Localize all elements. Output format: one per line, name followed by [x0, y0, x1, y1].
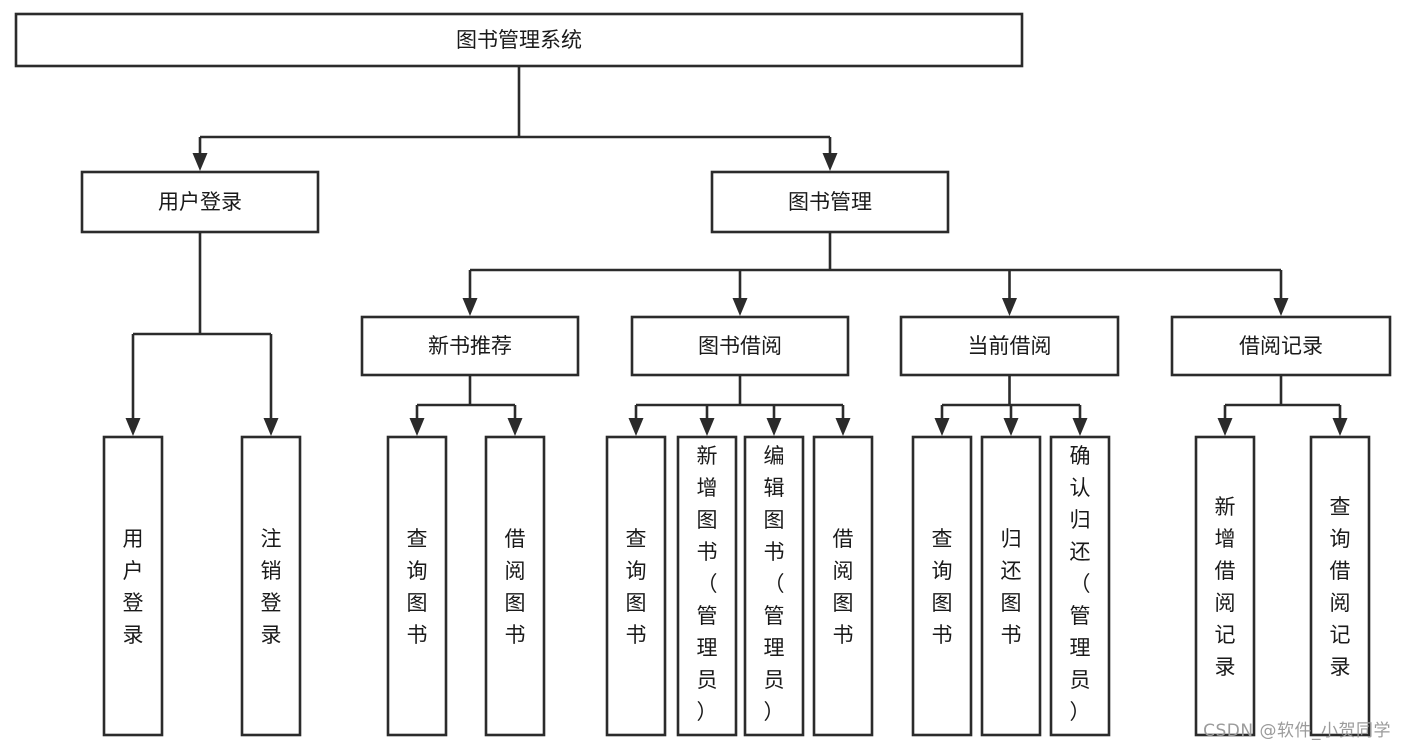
arrow-head-icon — [409, 418, 425, 436]
arrow-head-icon — [1072, 418, 1088, 436]
node-root[interactable]: 图书管理系统 — [14, 12, 1024, 68]
node-label: 确认归还（管理员） — [1070, 444, 1091, 724]
node-box[interactable] — [899, 315, 1120, 377]
arrow-head-icon — [1332, 418, 1348, 436]
node-box[interactable] — [360, 315, 580, 377]
node-box[interactable] — [605, 435, 667, 737]
node-label: 图书管理 — [788, 190, 872, 214]
node-leaf-query-book-rec[interactable]: 查询图书 — [386, 435, 448, 737]
connector-layer — [125, 66, 1348, 436]
node-current-borrow[interactable]: 当前借阅 — [899, 315, 1120, 377]
node-box[interactable] — [240, 435, 302, 737]
node-box[interactable] — [676, 435, 738, 737]
node-box[interactable] — [980, 435, 1042, 737]
node-box[interactable] — [14, 12, 1024, 68]
arrow-head-icon — [732, 298, 748, 316]
node-label: 新增图书（管理员） — [697, 444, 718, 724]
arrow-head-icon — [822, 153, 838, 171]
node-leaf-return-book[interactable]: 归还图书 — [980, 435, 1042, 737]
node-layer: 图书管理系统用户登录图书管理新书推荐图书借阅当前借阅借阅记录用户登录注销登录查询… — [14, 12, 1392, 737]
node-leaf-user-logout[interactable]: 注销登录 — [240, 435, 302, 737]
arrow-head-icon — [192, 153, 208, 171]
arrow-head-icon — [766, 418, 782, 436]
node-label: 借阅记录 — [1239, 334, 1323, 358]
arrow-head-icon — [934, 418, 950, 436]
node-book-manage[interactable]: 图书管理 — [710, 170, 950, 234]
arrow-head-icon — [699, 418, 715, 436]
node-box[interactable] — [710, 170, 950, 234]
node-box[interactable] — [911, 435, 973, 737]
node-leaf-edit-book[interactable]: 编辑图书（管理员） — [743, 435, 805, 737]
node-leaf-borrow-book-rec[interactable]: 借阅图书 — [484, 435, 546, 737]
node-label: 新书推荐 — [428, 334, 512, 358]
node-label: 注销登录 — [261, 527, 282, 647]
node-label: 借阅图书 — [505, 527, 526, 647]
node-box[interactable] — [102, 435, 164, 737]
node-box[interactable] — [1049, 435, 1111, 737]
node-label: 用户登录 — [123, 527, 144, 647]
node-leaf-confirm-return[interactable]: 确认归还（管理员） — [1049, 435, 1111, 737]
node-box[interactable] — [1194, 435, 1256, 737]
node-leaf-query-book-borrow[interactable]: 查询图书 — [605, 435, 667, 737]
node-label: 图书借阅 — [698, 334, 782, 358]
node-label: 查询图书 — [626, 527, 647, 647]
node-leaf-query-record[interactable]: 查询借阅记录 — [1309, 435, 1371, 737]
node-leaf-add-book[interactable]: 新增图书（管理员） — [676, 435, 738, 737]
node-box[interactable] — [812, 435, 874, 737]
arrow-head-icon — [507, 418, 523, 436]
arrow-head-icon — [125, 418, 141, 436]
node-box[interactable] — [1170, 315, 1392, 377]
node-label: 归还图书 — [1001, 527, 1022, 647]
node-box[interactable] — [1309, 435, 1371, 737]
node-label: 借阅图书 — [833, 527, 854, 647]
node-box[interactable] — [630, 315, 850, 377]
node-leaf-add-record[interactable]: 新增借阅记录 — [1194, 435, 1256, 737]
node-label: 编辑图书（管理员） — [764, 444, 785, 724]
node-user-login[interactable]: 用户登录 — [80, 170, 320, 234]
arrow-head-icon — [263, 418, 279, 436]
node-new-book-recommend[interactable]: 新书推荐 — [360, 315, 580, 377]
arrow-head-icon — [1217, 418, 1233, 436]
node-label: 当前借阅 — [968, 334, 1052, 358]
arrow-head-icon — [628, 418, 644, 436]
arrow-head-icon — [1003, 418, 1019, 436]
node-leaf-query-book-current[interactable]: 查询图书 — [911, 435, 973, 737]
node-label: 查询图书 — [932, 527, 953, 647]
arrow-head-icon — [835, 418, 851, 436]
node-leaf-borrow-book[interactable]: 借阅图书 — [812, 435, 874, 737]
node-label: 查询图书 — [407, 527, 428, 647]
node-label: 用户登录 — [158, 190, 242, 214]
node-book-borrow[interactable]: 图书借阅 — [630, 315, 850, 377]
arrow-head-icon — [1002, 298, 1017, 316]
arrow-head-icon — [1273, 298, 1289, 316]
node-label: 图书管理系统 — [456, 28, 582, 52]
node-leaf-user-login[interactable]: 用户登录 — [102, 435, 164, 737]
node-box[interactable] — [484, 435, 546, 737]
node-box[interactable] — [743, 435, 805, 737]
arrow-head-icon — [462, 298, 478, 316]
node-borrow-record[interactable]: 借阅记录 — [1170, 315, 1392, 377]
node-box[interactable] — [386, 435, 448, 737]
node-box[interactable] — [80, 170, 320, 234]
csdn-watermark: CSDN @软件_小贺同学 — [1203, 721, 1391, 741]
node-label: 查询借阅记录 — [1330, 495, 1351, 679]
node-label: 新增借阅记录 — [1215, 495, 1236, 679]
